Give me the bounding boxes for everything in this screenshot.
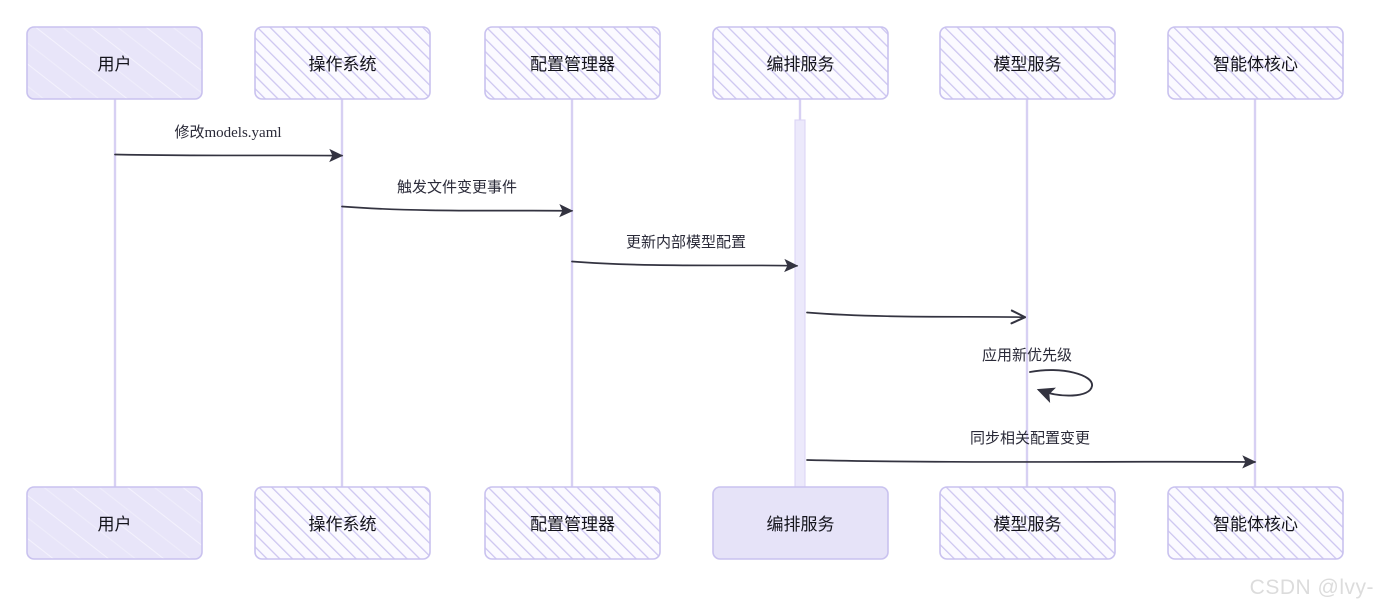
participant-box-bottom-model[interactable]: 模型服务 bbox=[939, 486, 1116, 560]
message-label-m3: 更新内部模型配置 bbox=[626, 234, 746, 251]
participant-label-os: 操作系统 bbox=[309, 55, 377, 74]
message-m1[interactable]: 修改models.yaml bbox=[114, 124, 344, 163]
participant-box-user[interactable]: 用户 bbox=[26, 26, 203, 100]
message-label-m2: 触发文件变更事件 bbox=[397, 179, 517, 196]
participant-box-orch[interactable]: 编排服务 bbox=[712, 26, 889, 100]
participant-box-bottom-agent[interactable]: 智能体核心 bbox=[1167, 486, 1344, 560]
self-message-loop-m5 bbox=[1029, 369, 1093, 404]
csdn-watermark: CSDN @lvy- bbox=[1249, 576, 1374, 599]
messages-group: 修改models.yaml 触发文件变更事件 更新内部模型配置 应用新优先级 同… bbox=[114, 124, 1257, 469]
message-arrow-m1 bbox=[114, 148, 344, 163]
participant-boxes-bottom: 用户 操作系统 配置管理器 编排服务 模型服务 智能体核心 bbox=[26, 486, 1344, 560]
participant-label-bottom-user: 用户 bbox=[98, 515, 132, 534]
participant-box-config[interactable]: 配置管理器 bbox=[484, 26, 661, 100]
participant-label-agent: 智能体核心 bbox=[1213, 55, 1298, 74]
participant-box-bottom-config[interactable]: 配置管理器 bbox=[484, 486, 661, 560]
self-message-m5[interactable]: 应用新优先级 bbox=[982, 346, 1093, 404]
participant-label-model: 模型服务 bbox=[994, 55, 1062, 74]
participant-boxes-top: 用户 操作系统 配置管理器 编排服务 模型服务 智能体核心 bbox=[26, 26, 1344, 100]
message-arrow-m6 bbox=[806, 455, 1257, 469]
participant-label-orch: 编排服务 bbox=[767, 55, 835, 74]
message-m2[interactable]: 触发文件变更事件 bbox=[341, 179, 574, 218]
participant-box-bottom-user[interactable]: 用户 bbox=[26, 486, 203, 560]
message-label-m1: 修改models.yaml bbox=[174, 124, 281, 141]
message-label-m6: 同步相关配置变更 bbox=[970, 430, 1090, 447]
participant-box-model[interactable]: 模型服务 bbox=[939, 26, 1116, 100]
participant-box-bottom-os[interactable]: 操作系统 bbox=[254, 486, 431, 560]
participant-box-agent[interactable]: 智能体核心 bbox=[1167, 26, 1344, 100]
message-m4[interactable] bbox=[806, 313, 1024, 318]
message-arrow-m4 bbox=[806, 313, 1024, 318]
participant-label-bottom-os: 操作系统 bbox=[309, 515, 377, 534]
participant-box-os[interactable]: 操作系统 bbox=[254, 26, 431, 100]
message-m6[interactable]: 同步相关配置变更 bbox=[806, 430, 1257, 469]
participant-label-bottom-model: 模型服务 bbox=[994, 515, 1062, 534]
participant-label-bottom-agent: 智能体核心 bbox=[1213, 515, 1298, 534]
message-arrow-m3 bbox=[571, 258, 799, 273]
participant-label-user: 用户 bbox=[98, 55, 132, 74]
participant-label-config: 配置管理器 bbox=[530, 55, 615, 74]
participant-box-bottom-orch[interactable]: 编排服务 bbox=[712, 486, 889, 560]
participant-label-bottom-config: 配置管理器 bbox=[530, 515, 615, 534]
message-arrow-m2 bbox=[341, 204, 574, 218]
participant-label-bottom-orch: 编排服务 bbox=[767, 515, 835, 534]
message-label-m5: 应用新优先级 bbox=[982, 346, 1072, 364]
message-m3[interactable]: 更新内部模型配置 bbox=[571, 234, 799, 273]
activation-bar-orch bbox=[794, 119, 806, 489]
